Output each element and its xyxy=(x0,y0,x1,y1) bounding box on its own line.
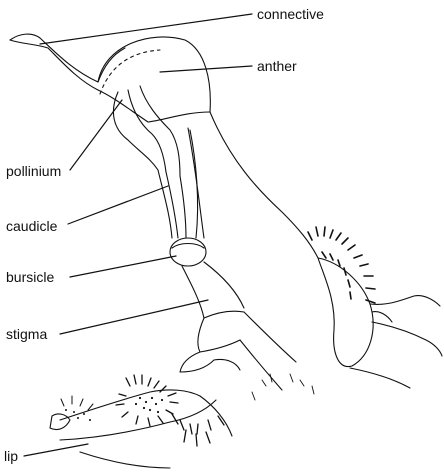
label-stigma: stigma xyxy=(6,326,47,342)
bursicle-inner xyxy=(172,244,204,249)
sepal-right-3 xyxy=(350,368,410,388)
stigma-left xyxy=(182,266,204,318)
anther-lower-edge xyxy=(98,90,210,122)
lip-fringe xyxy=(116,375,224,446)
leader-caudicle xyxy=(68,186,168,224)
column-ticks xyxy=(252,374,314,400)
leader-lines xyxy=(24,14,252,456)
petal-hairs xyxy=(308,227,375,303)
caudicle-strand-3 xyxy=(180,176,186,238)
lip-base xyxy=(200,396,232,436)
lip-bottom-curve xyxy=(80,452,170,468)
anther-inner xyxy=(100,50,160,94)
label-bursicle: bursicle xyxy=(6,269,54,285)
small-petal xyxy=(180,352,214,372)
column-outline xyxy=(210,112,318,258)
leader-bursicle xyxy=(70,256,176,277)
pollinium-mass-2 xyxy=(140,86,180,176)
small-petal-2 xyxy=(214,359,240,370)
sepal-right-4 xyxy=(372,312,392,322)
stigma-lower xyxy=(198,318,240,352)
stigma-right xyxy=(204,262,244,308)
pollinium-left xyxy=(113,92,158,170)
stigma-rim xyxy=(204,311,244,318)
pollinium-right xyxy=(128,90,166,172)
column-left-edge xyxy=(188,128,204,238)
lip-outline xyxy=(60,390,200,420)
column-lower-2 xyxy=(240,340,282,390)
leader-pollinium xyxy=(70,100,122,170)
leader-connective xyxy=(40,14,252,44)
caudicle-strand-2 xyxy=(166,172,178,238)
leader-lip xyxy=(24,444,88,456)
connective-outline xyxy=(10,34,125,82)
connective-inner xyxy=(10,40,98,90)
label-lip: lip xyxy=(4,448,18,464)
label-pollinium: pollinium xyxy=(6,163,61,179)
bursicle-shape xyxy=(170,238,206,266)
caudicle-strand-1 xyxy=(158,170,172,238)
sepal-right-1 xyxy=(370,296,440,306)
lip-stipple xyxy=(65,397,163,421)
sepal-right-2 xyxy=(372,322,442,356)
leader-stigma xyxy=(60,300,208,334)
lip-tip xyxy=(50,414,70,430)
label-anther: anther xyxy=(257,58,297,74)
label-connective: connective xyxy=(257,6,324,22)
label-caudicle: caudicle xyxy=(6,218,57,234)
lip-tip-hairs xyxy=(61,396,93,410)
